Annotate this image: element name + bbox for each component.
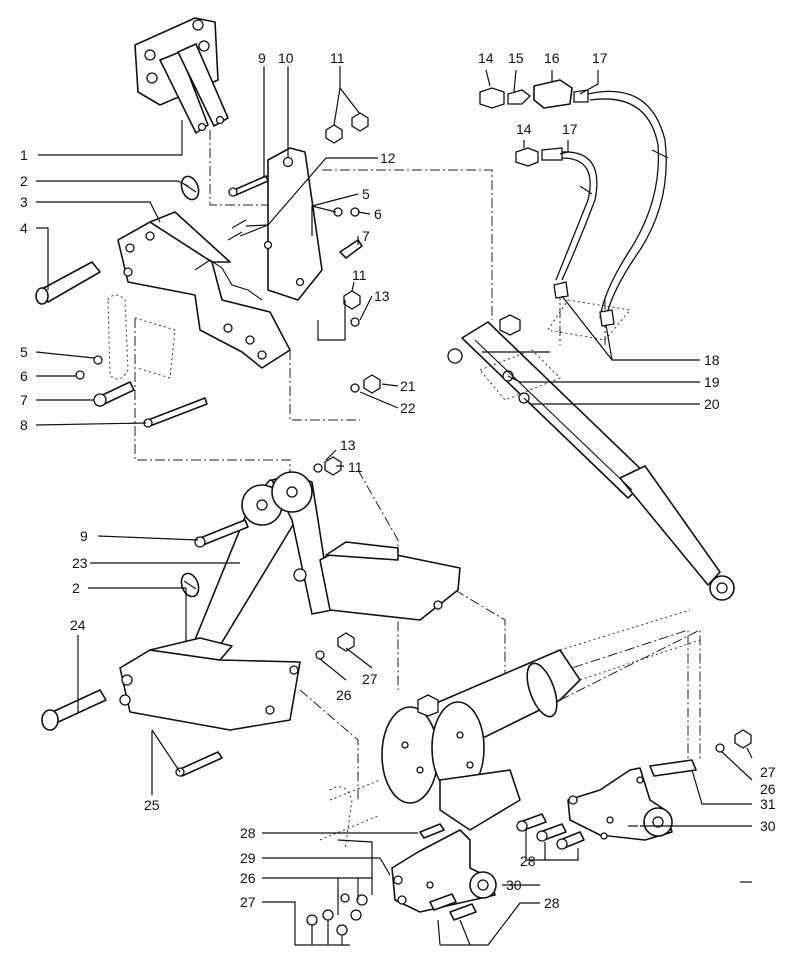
a-frame-arm <box>119 471 461 731</box>
callout-22: 22 <box>400 400 416 416</box>
callout-30-lower: 30 <box>506 877 522 893</box>
callout-28-upper-left: 28 <box>240 825 256 841</box>
callout-6-left: 6 <box>20 368 28 384</box>
callout-9-upper: 9 <box>258 50 266 66</box>
callout-1: 1 <box>20 147 28 163</box>
lower-mounting-bracket <box>306 823 497 936</box>
callout-24: 24 <box>70 617 86 633</box>
callout-27-lower: 27 <box>240 894 256 910</box>
callout-12: 12 <box>380 150 396 166</box>
callout-11-middle: 11 <box>352 267 367 283</box>
callout-27-middle: 27 <box>362 671 378 687</box>
callout-2-lower: 2 <box>72 580 80 596</box>
callout-7-left: 7 <box>20 392 28 408</box>
callout-13-lower: 13 <box>340 437 356 453</box>
callout-17-lower: 17 <box>562 121 578 137</box>
frame-bracket <box>107 211 291 380</box>
callout-18: 18 <box>704 352 720 368</box>
callout-numbers: 1 2 3 4 9 10 11 12 5 6 7 11 13 5 6 7 8 2… <box>20 50 776 911</box>
hydraulic-hoses <box>479 79 669 327</box>
axle-housing <box>319 609 701 851</box>
callout-29: 29 <box>240 850 256 866</box>
callout-30-right: 30 <box>760 818 776 834</box>
cap-plug-upper <box>180 175 200 201</box>
callout-28-right: 28 <box>520 853 536 869</box>
callout-11-upper: 11 <box>330 50 345 66</box>
callout-16: 16 <box>544 50 560 66</box>
callout-20: 20 <box>704 396 720 412</box>
callout-26-middle: 26 <box>336 687 352 703</box>
callout-28-lower-right: 28 <box>544 895 560 911</box>
callout-31: 31 <box>760 796 776 812</box>
callout-6-right: 6 <box>374 206 382 222</box>
hydraulic-cylinder <box>447 299 735 601</box>
callout-21: 21 <box>400 378 416 394</box>
callout-4: 4 <box>20 220 28 236</box>
top-mounting-bracket <box>134 17 229 134</box>
callout-7-right: 7 <box>362 228 370 244</box>
callout-3: 3 <box>20 194 28 210</box>
callout-14-top: 14 <box>478 50 494 66</box>
callout-23: 23 <box>72 555 88 571</box>
pivot-pin-upper <box>35 261 101 305</box>
callout-17-top: 17 <box>592 50 608 66</box>
callout-25: 25 <box>144 797 160 813</box>
callout-27-right: 27 <box>760 764 776 780</box>
callout-13-upper: 13 <box>374 288 390 304</box>
callout-5-right: 5 <box>362 186 370 202</box>
callout-2-upper: 2 <box>20 173 28 189</box>
callout-26-right: 26 <box>760 781 776 797</box>
upper-hardware <box>75 112 381 428</box>
callout-11-lower: 11 <box>348 459 363 475</box>
callout-26-lower: 26 <box>240 870 256 886</box>
callout-14-lower: 14 <box>516 121 532 137</box>
right-mounting-bracket <box>516 729 752 850</box>
lower-hardware-left <box>41 456 355 777</box>
callout-15: 15 <box>508 50 524 66</box>
callout-9-lower: 9 <box>80 528 88 544</box>
callout-10: 10 <box>278 50 294 66</box>
callout-19: 19 <box>704 374 720 390</box>
callout-8: 8 <box>20 417 28 433</box>
leader-lines <box>35 66 753 946</box>
side-plate <box>263 147 323 301</box>
callout-5-left: 5 <box>20 344 28 360</box>
